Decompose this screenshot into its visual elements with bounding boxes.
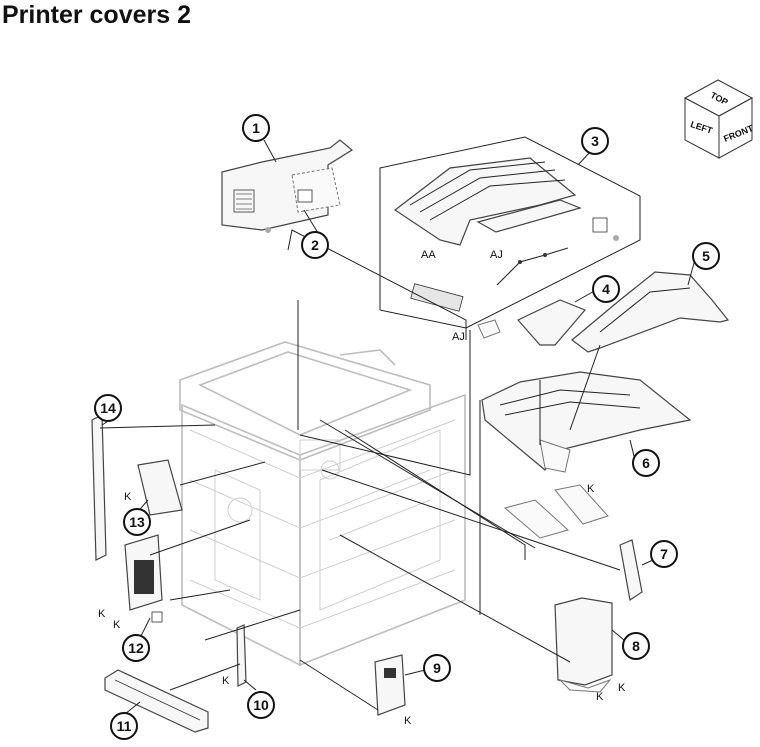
page-title: Printer covers 2 (2, 1, 191, 29)
part-top-cover (477, 319, 692, 473)
reference-letters: AA AJ AJ K K K K K K K K (98, 249, 626, 727)
leader-lines (99, 139, 695, 715)
callout-5: 5 (692, 242, 720, 270)
ref-aa: AA (421, 249, 436, 261)
part-exit-guide-small (517, 299, 587, 346)
part-cover-bracket (291, 167, 341, 213)
part-small-flaps (503, 484, 609, 539)
svg-text:2: 2 (311, 237, 319, 253)
part-right-bracket (619, 539, 643, 602)
svg-text:8: 8 (632, 638, 640, 654)
callout-3: 3 (581, 127, 609, 155)
part-right-lower-cover (554, 597, 613, 693)
part-narrow-cover (236, 624, 247, 687)
ref-k-8b: K (596, 691, 604, 703)
ref-k-8a: K (618, 682, 626, 694)
callout-7: 7 (650, 540, 678, 568)
callout-8: 8 (622, 632, 650, 660)
ref-k-9: K (404, 715, 412, 727)
callout-1: 1 (242, 114, 270, 142)
svg-text:13: 13 (129, 514, 145, 530)
part-exit-tray-large (571, 271, 730, 353)
ref-k-6: K (587, 483, 595, 495)
part-bottom-rail (104, 669, 209, 733)
part-left-lower-cover (124, 534, 163, 623)
svg-text:4: 4 (602, 281, 610, 297)
ref-aj-lower: AJ (452, 331, 465, 343)
svg-text:1: 1 (252, 120, 260, 136)
ref-k-12a: K (98, 608, 106, 620)
printer-frame (179, 341, 466, 667)
svg-text:6: 6 (642, 455, 650, 471)
svg-text:7: 7 (660, 546, 668, 562)
callout-11: 11 (110, 712, 138, 740)
svg-text:9: 9 (433, 660, 441, 676)
svg-text:5: 5 (702, 248, 710, 264)
callout-10: 10 (247, 691, 275, 719)
callout-4: 4 (592, 275, 620, 303)
svg-text:11: 11 (117, 718, 132, 734)
callout-9: 9 (423, 654, 451, 682)
ref-k-10: K (222, 675, 230, 687)
svg-text:10: 10 (253, 697, 269, 713)
orientation-cube: TOP LEFT FRONT (683, 79, 755, 159)
callout-13: 13 (123, 508, 151, 536)
svg-text:3: 3 (591, 133, 599, 149)
part-top-cover-assembly-box (379, 136, 641, 329)
ref-aj-upper: AJ (490, 249, 503, 261)
callout-12: 12 (122, 634, 150, 662)
callout-2: 2 (301, 231, 329, 259)
ref-k-12b: K (113, 619, 121, 631)
part-lower-cover-plate (374, 654, 406, 716)
svg-text:14: 14 (100, 400, 116, 416)
callout-6: 6 (632, 449, 660, 477)
ref-k-13: K (124, 491, 132, 503)
part-left-tall-panel (91, 414, 107, 561)
callout-14: 14 (94, 394, 122, 422)
svg-text:12: 12 (128, 640, 144, 656)
part-left-inner-cover (137, 459, 183, 516)
